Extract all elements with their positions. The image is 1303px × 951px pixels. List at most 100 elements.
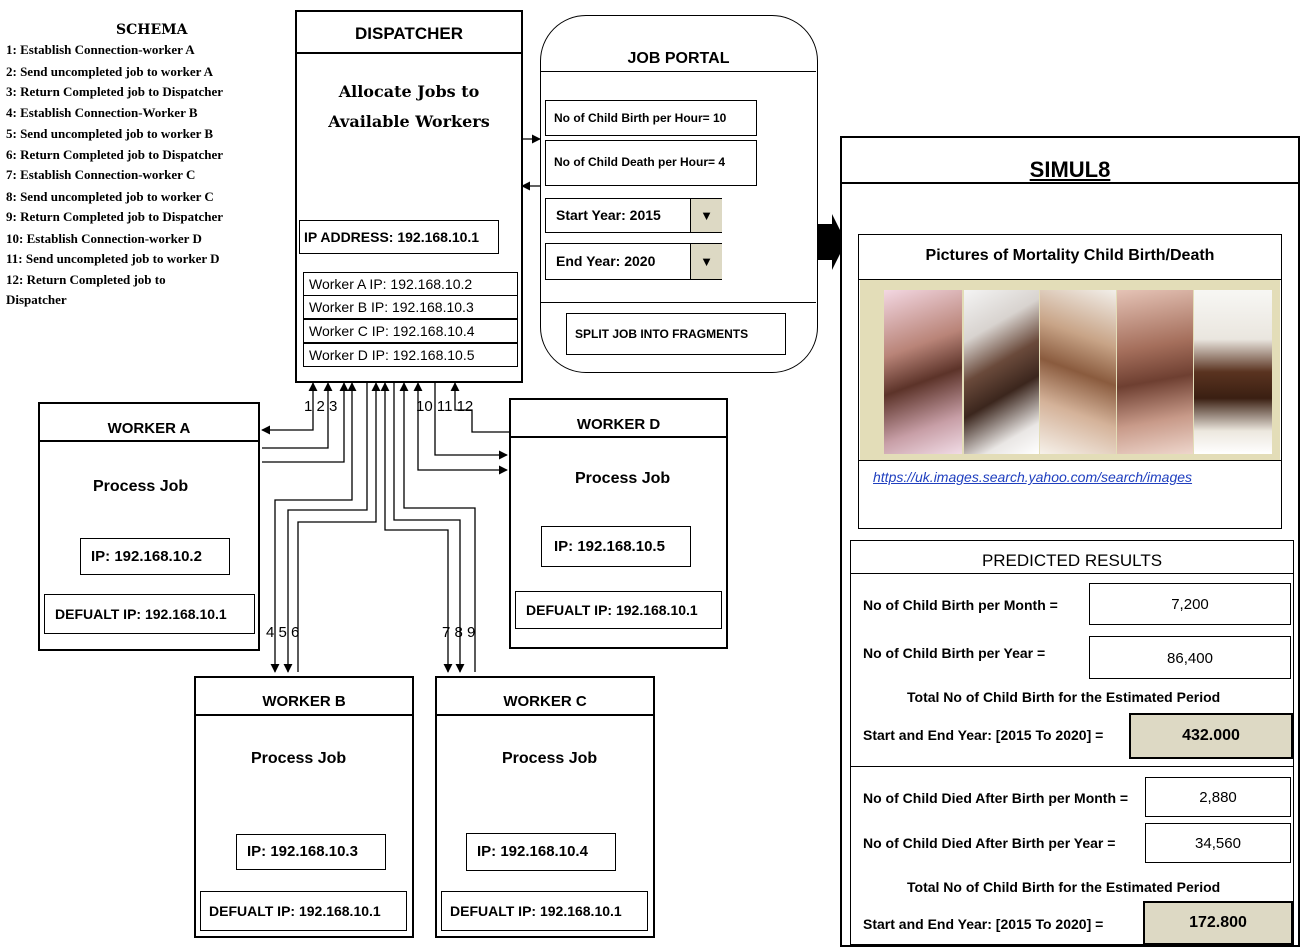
dispatcher-desc-1: Allocate Jobs to [338,82,480,101]
link-c-8 [393,383,465,673]
portal-title: JOB PORTAL [627,50,730,67]
schema-step: 5: Send uncompleted job to worker B [6,126,214,141]
worker-ip-c: Worker C IP: 192.168.10.4 [309,323,475,339]
chevron-down-icon: ▼ [700,208,713,223]
worker-d-ip: IP: 192.168.10.5 [554,538,665,555]
split-job-button[interactable]: SPLIT JOB INTO FRAGMENTS [566,313,786,355]
baby-photo-5 [1194,290,1272,454]
worker-c-ip: IP: 192.168.10.4 [477,843,588,860]
worker-a-box: WORKER A Process Job IP: 192.168.10.2 DE… [38,402,260,651]
death-rate-label: No of Child Death per Hour= 4 [554,155,726,169]
start-year-select[interactable]: Start Year: 2015 ▼ [545,198,722,233]
link-d-11 [434,383,508,460]
worker-c-default-ip-box: DEFUALT IP: 192.168.10.1 [441,891,648,931]
worker-ip-row: Worker B IP: 192.168.10.3 [303,295,518,319]
link-b-5 [283,383,368,673]
dispatcher-title: DISPATCHER [355,24,463,43]
worker-d-default-ip-box: DEFUALT IP: 192.168.10.1 [515,591,722,629]
end-year-select[interactable]: End Year: 2020 ▼ [545,243,722,280]
dispatcher-ip-box: IP ADDRESS: 192.168.10.1 [299,220,499,254]
death-period-label: Start and End Year: [2015 To 2020] = [863,916,1104,932]
schema-step: 4: Establish Connection-Worker B [6,105,198,120]
pictures-panel: Pictures of Mortality Child Birth/Death … [858,234,1282,529]
worker-c-box: WORKER C Process Job IP: 192.168.10.4 DE… [435,676,655,938]
schema-step: 6: Return Completed job to Dispatcher [6,147,224,162]
steps-label-b: 4 5 6 [266,624,300,641]
start-year-dropdown[interactable]: ▼ [690,199,722,232]
baby-photo-1 [884,290,962,454]
death-month-value: 2,880 [1199,789,1237,806]
worker-c-job: Process Job [502,750,598,767]
worker-a-default-ip-box: DEFUALT IP: 192.168.10.1 [44,594,255,634]
source-link[interactable]: https://uk.images.search.yahoo.com/searc… [873,469,1193,485]
death-month-label: No of Child Died After Birth per Month = [863,790,1129,806]
worker-d-title: WORKER D [576,416,661,433]
worker-c-title: WORKER C [503,693,587,710]
birth-rate-label: No of Child Birth per Hour= 10 [554,111,727,125]
dispatcher-ip: IP ADDRESS: 192.168.10.1 [304,229,480,245]
worker-b-default-ip: DEFUALT IP: 192.168.10.1 [209,903,381,919]
simul8-panel: SIMUL8 Pictures of Mortality Child Birth… [840,136,1300,947]
birth-period-label: Start and End Year: [2015 To 2020] = [863,727,1104,743]
simul8-block-arrow [818,214,846,270]
simul8-title: SIMUL8 [1029,157,1111,182]
birth-total-field: 432.000 [1129,713,1293,759]
birth-rate-field[interactable]: No of Child Birth per Hour= 10 [545,100,757,136]
link-d-10 [413,382,508,475]
birth-month-label: No of Child Birth per Month = [863,597,1058,613]
worker-b-box: WORKER B Process Job IP: 192.168.10.3 DE… [194,676,414,938]
worker-b-ip-box: IP: 192.168.10.3 [236,834,386,870]
schema-step: 10: Establish Connection-worker D [6,231,202,246]
baby-photo-strip [860,280,1280,460]
dispatcher-desc-2: Available Workers [328,112,490,131]
link-d-12 [450,382,510,433]
birth-year-field: 86,400 [1089,636,1291,679]
worker-d-job: Process Job [575,470,671,487]
worker-b-title: WORKER B [262,693,346,710]
schema-step: 11: Send uncompleted job to worker D [6,251,220,266]
schema-step: 8: Send uncompleted job to worker C [6,189,214,204]
link-a-2 [262,382,333,449]
worker-c-default-ip: DEFUALT IP: 192.168.10.1 [450,903,622,919]
end-year-value: End Year: 2020 [556,253,656,269]
death-month-field: 2,880 [1145,777,1291,817]
worker-ip-a: Worker A IP: 192.168.10.2 [309,276,473,292]
worker-b-ip: IP: 192.168.10.3 [247,843,358,860]
baby-photo-4 [1117,290,1193,454]
steps-label-a: 1 2 3 [304,398,338,415]
link-a-3 [262,382,349,463]
worker-ip-d: Worker D IP: 192.168.10.5 [309,347,475,363]
worker-ip-row: Worker C IP: 192.168.10.4 [303,319,518,343]
link-c-7 [380,382,453,673]
dispatcher-box: DISPATCHER Allocate Jobs to Available Wo… [295,10,523,383]
schema-step: 3: Return Completed job to Dispatcher [6,84,224,99]
worker-a-default-ip: DEFUALT IP: 192.168.10.1 [55,606,227,622]
pictures-title: Pictures of Mortality Child Birth/Death [925,247,1215,264]
end-year-dropdown[interactable]: ▼ [690,244,722,279]
worker-a-ip: IP: 192.168.10.2 [91,548,202,565]
worker-d-ip-box: IP: 192.168.10.5 [541,526,691,567]
birth-year-label: No of Child Birth per Year = [863,645,1046,661]
schema-step: 1: Establish Connection-worker A [6,42,195,57]
worker-ip-row: Worker D IP: 192.168.10.5 [303,343,518,367]
split-job-label: SPLIT JOB INTO FRAGMENTS [575,327,749,341]
death-rate-field[interactable]: No of Child Death per Hour= 4 [545,140,757,186]
baby-photo-3 [1040,290,1116,454]
steps-label-d: 10 11 12 [416,398,474,415]
worker-a-job: Process Job [93,478,189,495]
results-title: PREDICTED RESULTS [981,551,1163,570]
predicted-results-panel: PREDICTED RESULTS No of Child Birth per … [850,540,1294,945]
worker-ip-b: Worker B IP: 192.168.10.3 [309,299,474,315]
link-b-4 [270,382,357,673]
schema-step: 9: Return Completed job to Dispatcher [6,209,224,224]
schema-step: 12: Return Completed job to [6,272,166,287]
death-total-label: Total No of Child Birth for the Estimate… [907,879,1221,895]
schema-step: 2: Send uncompleted job to worker A [6,64,214,79]
link-c-9 [399,382,476,672]
worker-a-ip-box: IP: 192.168.10.2 [80,538,230,575]
worker-b-job: Process Job [251,750,347,767]
steps-label-c: 7 8 9 [442,624,476,641]
chevron-down-icon: ▼ [700,254,713,269]
death-year-value: 34,560 [1195,835,1241,852]
worker-a-title: WORKER A [107,420,191,437]
